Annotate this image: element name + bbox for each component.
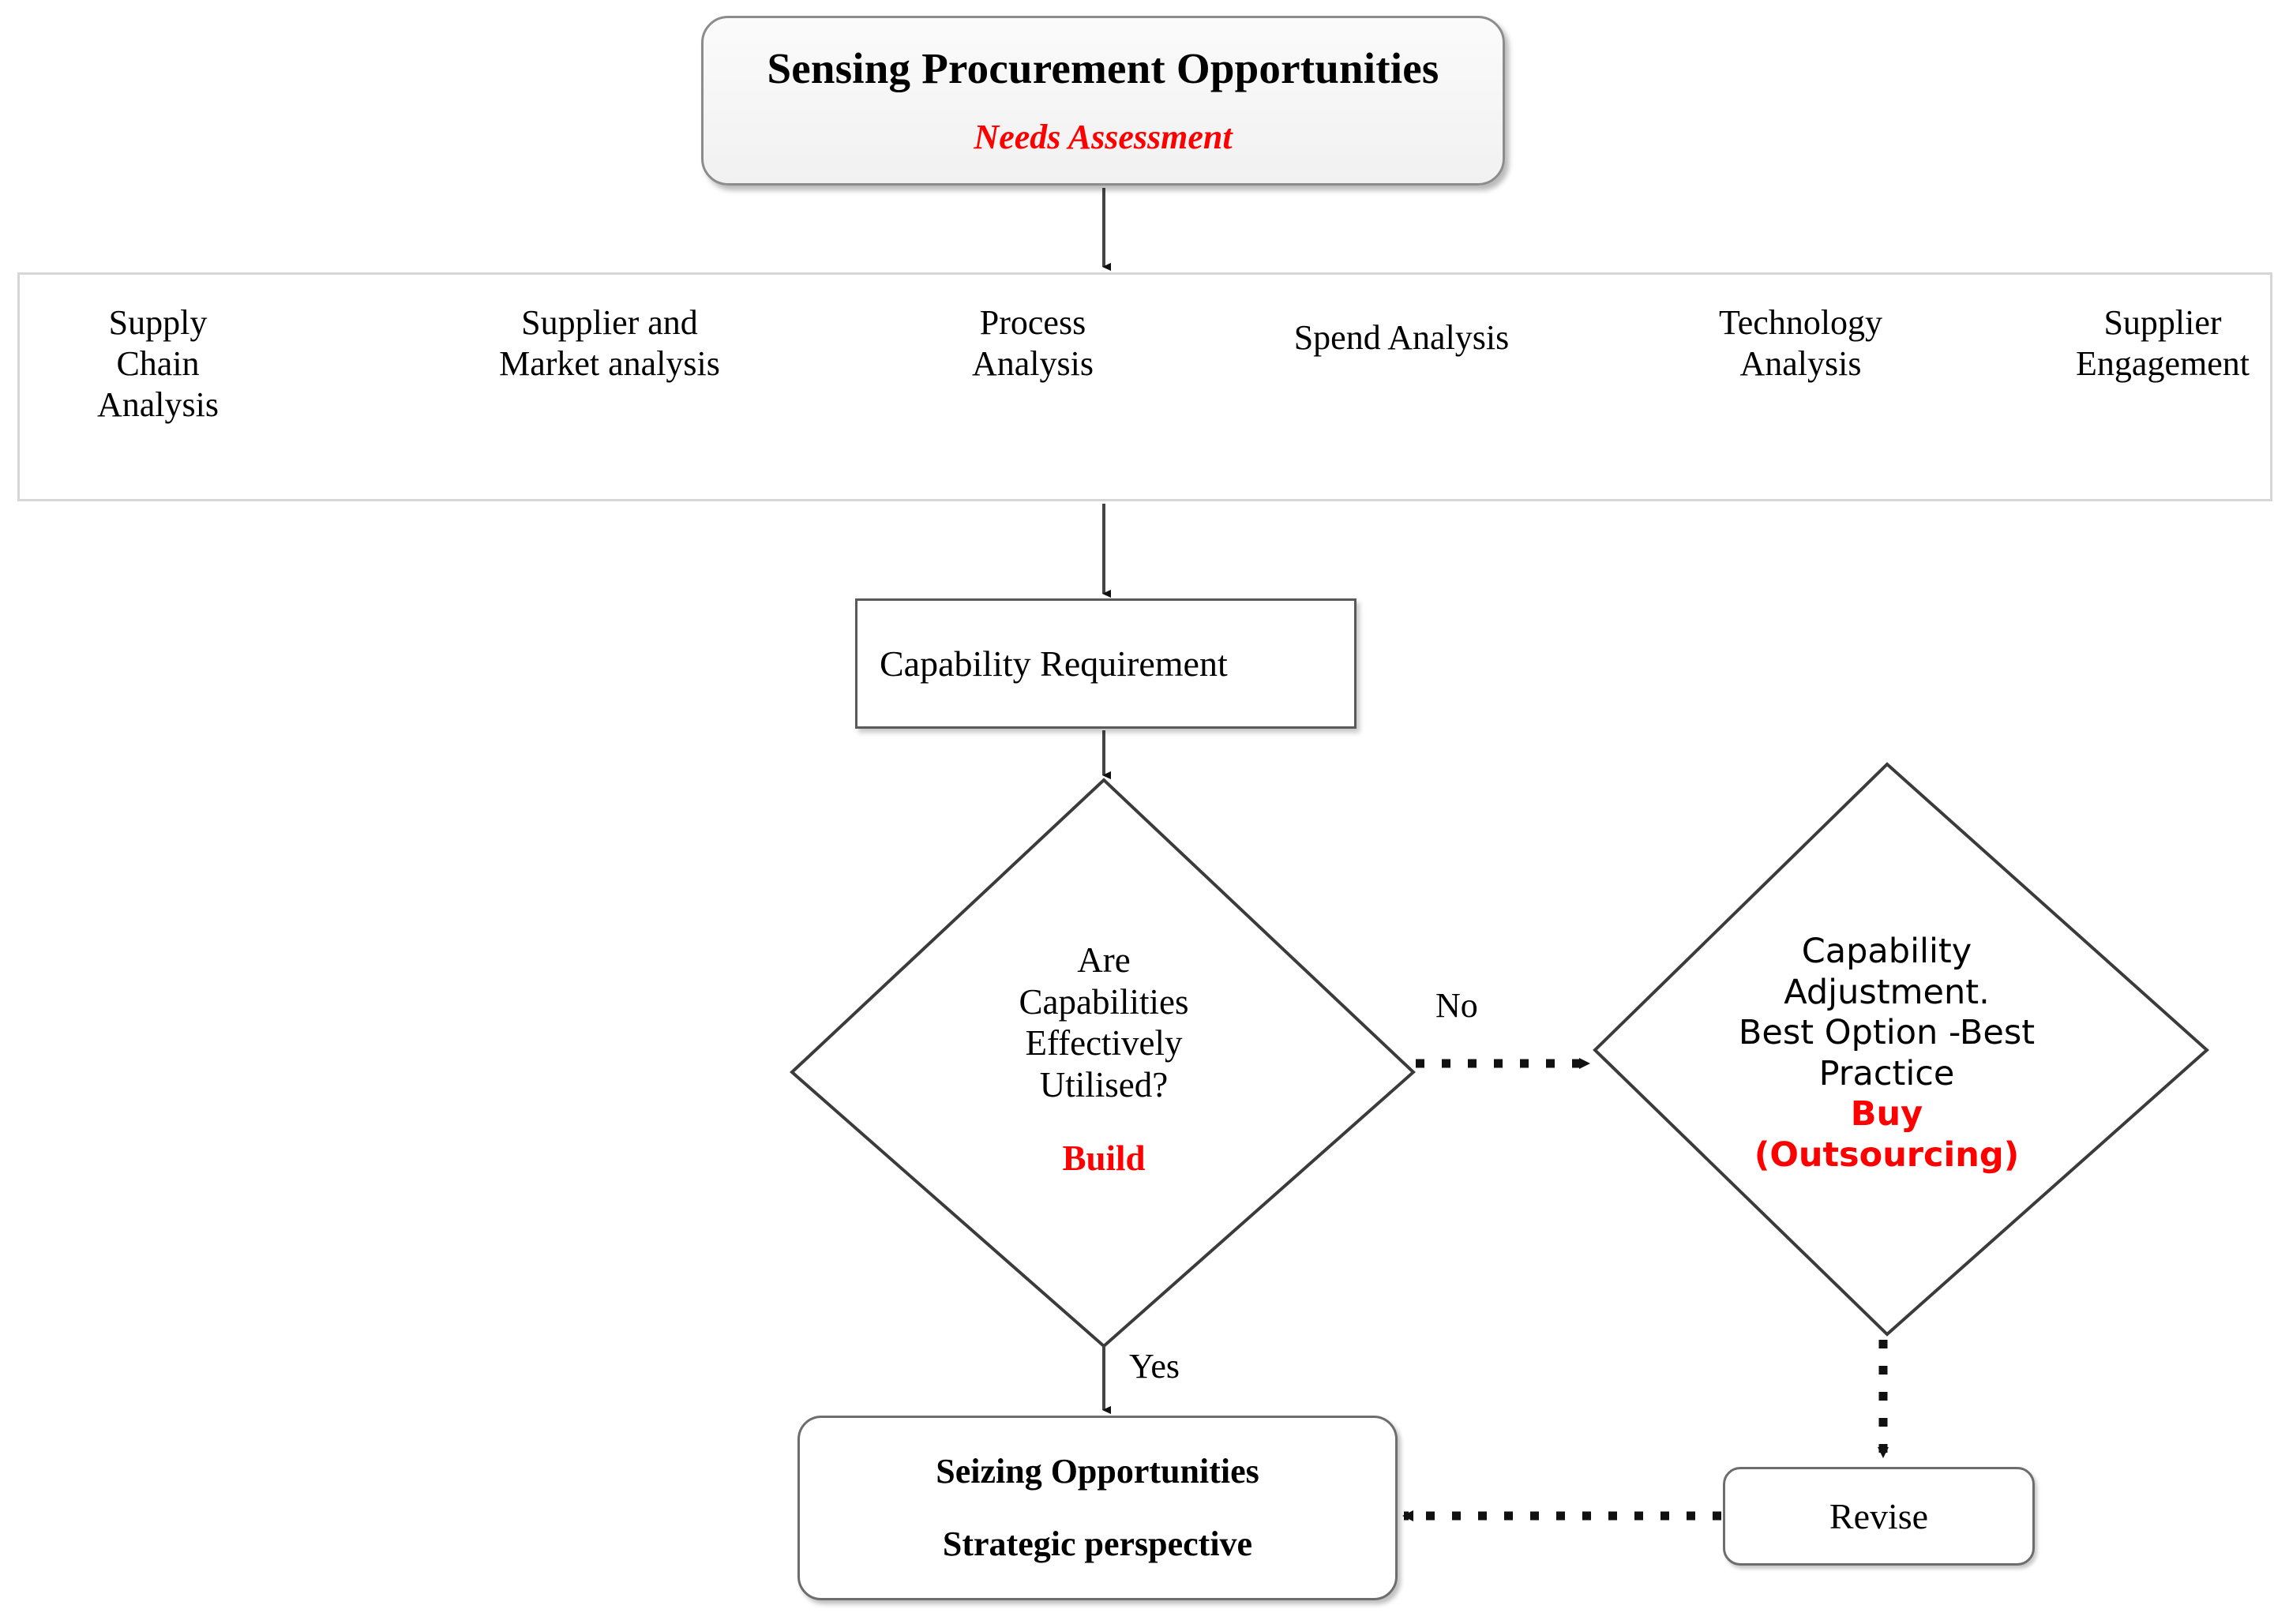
- revise-label: Revise: [1829, 1496, 1929, 1536]
- decision-right-outcome: Buy (Outsourcing): [1754, 1094, 2020, 1175]
- node-sensing-procurement-opportunities[interactable]: Sensing Procurement Opportunities Needs …: [701, 16, 1505, 186]
- decision-right-content[interactable]: Capability Adjustment. Best Option -Best…: [1675, 932, 2098, 1176]
- edge-label-yes: Yes: [1129, 1347, 1180, 1386]
- node-seizing-opportunities[interactable]: Seizing Opportunities Strategic perspect…: [797, 1416, 1398, 1600]
- decision-left-question: Are Capabilities Effectively Utilised?: [1019, 940, 1189, 1105]
- analysis-band: [17, 272, 2272, 501]
- band-item-process-analysis[interactable]: Process Analysis: [972, 303, 1094, 383]
- decision-left-content[interactable]: Are Capabilities Effectively Utilised? B…: [906, 940, 1301, 1179]
- decision-left-outcome: Build: [1062, 1138, 1146, 1178]
- seizing-line-1: Seizing Opportunities: [936, 1451, 1259, 1491]
- node-title-subheading: Needs Assessment: [974, 118, 1233, 157]
- node-capability-requirement[interactable]: Capability Requirement: [855, 598, 1357, 729]
- band-item-supplier-and-market-analysis[interactable]: Supplier and Market analysis: [499, 303, 720, 383]
- band-item-technology-analysis[interactable]: Technology Analysis: [1718, 303, 1883, 383]
- node-title-heading: Sensing Procurement Opportunities: [767, 43, 1439, 92]
- node-revise[interactable]: Revise: [1723, 1467, 2035, 1566]
- capability-requirement-label: Capability Requirement: [880, 643, 1228, 684]
- band-item-supplier-engagement[interactable]: Supplier Engagement: [2076, 303, 2250, 383]
- edge-label-no: No: [1435, 986, 1478, 1025]
- band-item-spend-analysis[interactable]: Spend Analysis: [1293, 318, 1510, 357]
- seizing-line-2: Strategic perspective: [942, 1525, 1253, 1563]
- band-item-supply-chain-analysis[interactable]: Supply Chain Analysis: [97, 303, 219, 424]
- decision-right-body: Capability Adjustment. Best Option -Best…: [1738, 932, 2036, 1093]
